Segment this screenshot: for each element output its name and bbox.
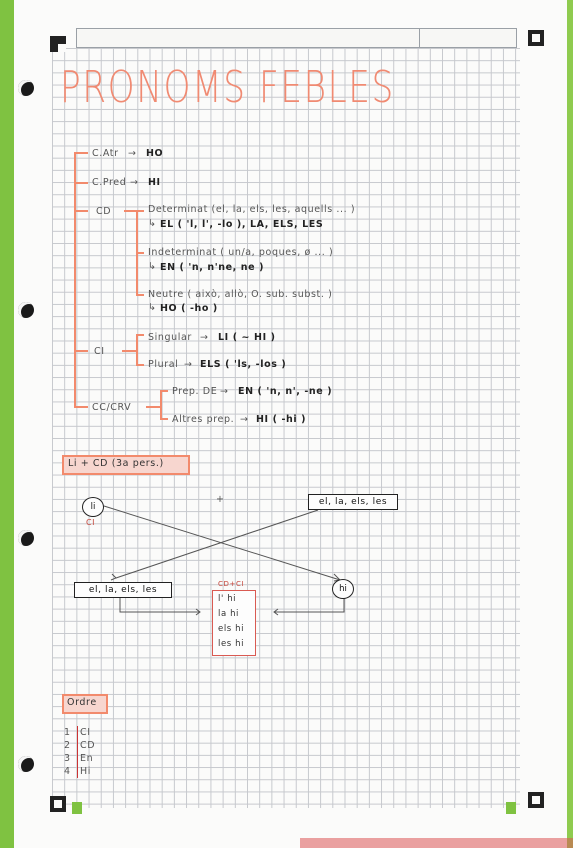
cc-altres-label: Altres prep. <box>172 414 235 425</box>
order-heading-box <box>62 694 108 714</box>
corner-mark-bottom-left <box>50 796 66 812</box>
bracket-tick <box>160 390 168 392</box>
combination-item: els hi <box>218 624 245 634</box>
combination-item: l' hi <box>218 594 237 604</box>
main-bracket <box>74 152 76 408</box>
order-margin-line <box>77 726 78 778</box>
order-label: CD <box>80 740 96 751</box>
punch-hole-icon <box>18 302 34 318</box>
bracket-tick <box>124 210 136 212</box>
left-binding-strip <box>0 0 14 848</box>
order-label: En <box>80 753 94 764</box>
cd-determinat-forms: EL ( 'l, l', -lo ), LA, ELS, LES <box>160 219 324 230</box>
cc-bracket <box>160 390 162 420</box>
ci-bracket <box>136 334 138 366</box>
arrow-icon: → <box>200 332 209 343</box>
page-title: PRONOMS FEBLES <box>60 62 395 113</box>
arrow-icon: → <box>184 359 193 370</box>
function-label: C.Pred <box>92 177 127 188</box>
function-label: CD <box>96 206 112 217</box>
bracket-tick <box>136 294 144 296</box>
corner-mark-bottom-right <box>528 792 544 808</box>
bracket-tick <box>136 210 144 212</box>
green-tab-right <box>506 802 516 814</box>
function-label: C.Atr <box>92 148 119 159</box>
arrow-icon: ↳ <box>148 302 157 313</box>
cc-prep-de-label: Prep. DE <box>172 386 218 397</box>
bracket-tick <box>136 334 144 336</box>
hi-circle: hi <box>332 579 354 599</box>
order-label: Hi <box>80 766 91 777</box>
right-binding-strip <box>567 0 573 848</box>
order-number: 2 <box>64 740 71 751</box>
header-field <box>76 28 517 48</box>
bracket-tick <box>74 152 88 154</box>
bracket-tick <box>74 350 88 352</box>
corner-mark-top-right <box>528 30 544 46</box>
combination-item: les hi <box>218 639 245 649</box>
function-value: HI <box>148 177 161 188</box>
ci-plural-value: ELS ( 'ls, -los ) <box>200 359 287 370</box>
function-label: CC/CRV <box>92 402 132 413</box>
cd-neutre-rule: Neutre ( això, allò, O. sub. subst. ) <box>148 289 333 300</box>
cc-altres-value: HI ( -hi ) <box>256 414 307 425</box>
punch-hole-icon <box>18 80 34 96</box>
cd-indeterminat-rule: Indeterminat ( un/a, poques, ø ... ) <box>148 247 334 258</box>
bracket-tick <box>136 252 144 254</box>
arrow-icon: ↳ <box>148 261 157 272</box>
ci-singular-value: LI ( ~ HI ) <box>218 332 276 343</box>
order-number: 3 <box>64 753 71 764</box>
bracket-tick <box>136 364 144 366</box>
li-circle: li <box>82 497 104 517</box>
order-heading: Ordre <box>67 697 97 708</box>
corner-mark-top-left <box>50 36 66 52</box>
order-number: 1 <box>64 727 71 738</box>
order-number: 4 <box>64 766 71 777</box>
grid-pattern <box>52 48 520 808</box>
function-value: HO <box>146 148 164 159</box>
cc-prep-de-value: EN ( 'n, n', -ne ) <box>238 386 333 397</box>
bracket-tick <box>74 406 88 408</box>
cd-neutre-forms: HO ( -ho ) <box>160 303 218 314</box>
arrow-icon: → <box>220 386 229 397</box>
punch-hole-icon <box>18 530 34 546</box>
arrow-icon: → <box>130 177 139 188</box>
plus-sign: + <box>216 494 225 505</box>
bracket-tick <box>146 406 160 408</box>
combination-heading: Li + CD (3a pers.) <box>68 458 164 469</box>
li-sublabel: CI <box>86 518 96 527</box>
arrow-icon: → <box>128 148 137 159</box>
function-label: CI <box>94 346 105 357</box>
punch-hole-icon <box>18 756 34 772</box>
bracket-tick <box>74 210 88 212</box>
bracket-tick <box>160 418 168 420</box>
cd-ci-combinations-box <box>212 590 256 656</box>
green-tab-left <box>72 802 82 814</box>
cd-determinat-rule: Determinat (el, la, els, les, aquells ..… <box>148 204 356 215</box>
order-label: CI <box>80 727 91 738</box>
cd-indeterminat-forms: EN ( 'n, n'ne, ne ) <box>160 262 265 273</box>
combination-item: la hi <box>218 609 240 619</box>
cd-ci-list-head: CD+CI <box>218 580 245 588</box>
cd-pronouns-box: el, la, els, les <box>308 494 398 510</box>
arrow-icon: ↳ <box>148 218 157 229</box>
bracket-tick <box>122 350 136 352</box>
arrow-icon: → <box>240 414 249 425</box>
bottom-red-strip <box>300 838 573 848</box>
result-pronouns-box: el, la, els, les <box>74 582 172 598</box>
bracket-tick <box>74 182 88 184</box>
ci-plural-label: Plural <box>148 359 179 370</box>
ci-singular-label: Singular <box>148 332 192 343</box>
combination-heading-box <box>62 455 190 475</box>
